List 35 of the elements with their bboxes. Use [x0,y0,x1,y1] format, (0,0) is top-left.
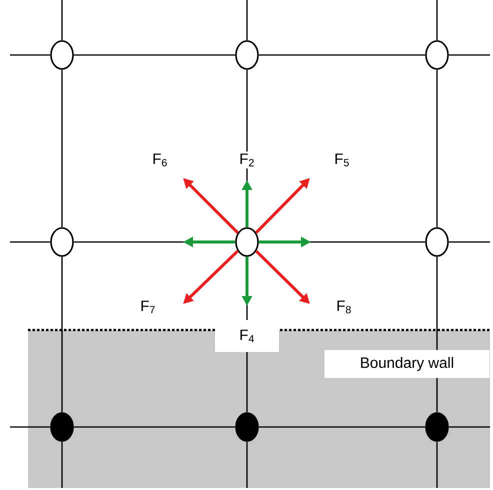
grid-line [74,426,236,428]
grid-line [448,241,490,243]
grid-line [258,54,426,56]
grid-line [258,426,426,428]
lattice-node [50,412,74,442]
grid-line [61,0,63,40]
lattice-node [425,412,449,442]
lattice-node [425,227,449,257]
grid-line [61,70,63,228]
grid-line [61,442,63,488]
force-label: F$_{6}$ [150,152,170,168]
force-label: F$_{7}$ [138,298,158,316]
grid-line [448,54,490,56]
grid-line [246,0,248,40]
lattice-node [235,412,259,442]
grid-line [10,426,50,428]
grid-line [10,241,50,243]
lattice-node [235,227,259,257]
lattice-node [235,40,259,70]
grid-line [74,54,236,56]
grid-line [436,70,438,228]
lattice-node [50,227,74,257]
grid-line [436,442,438,488]
force-label: F$_{2}$ [237,152,257,168]
grid-line [448,426,490,428]
force-label: F$_{8}$ [334,298,354,316]
grid-line [10,54,50,56]
wall-label: Boundary wall [324,350,490,378]
lattice-node [50,40,74,70]
grid-line [246,442,248,488]
lattice-node [425,40,449,70]
force-label: F$_{5}$ [332,152,352,168]
force-label: F$_{4}$ [215,320,279,352]
grid-line [436,0,438,40]
grid-line [61,256,63,412]
